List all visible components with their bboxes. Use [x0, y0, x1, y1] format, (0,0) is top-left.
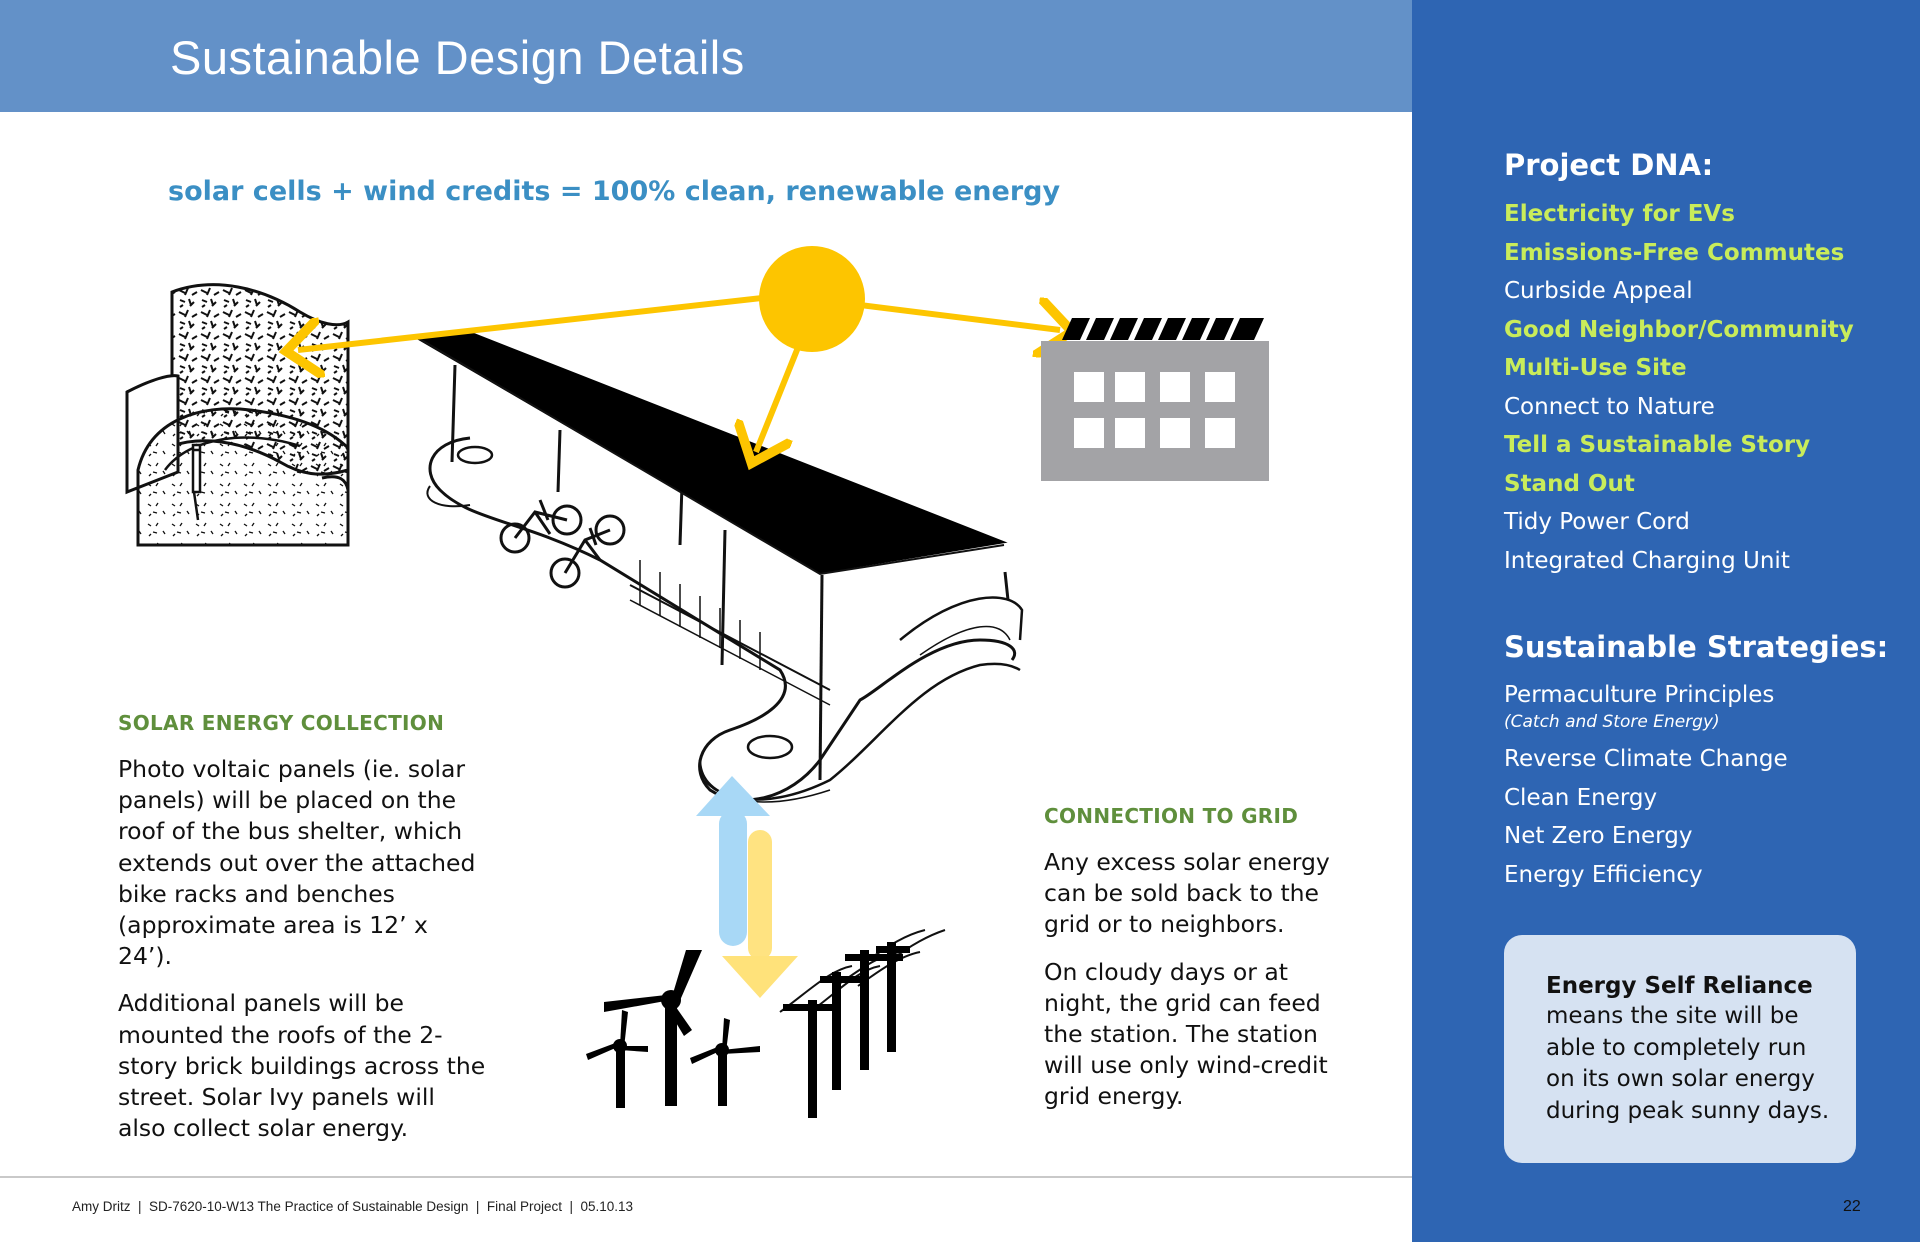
- footer-divider: [0, 1176, 1412, 1178]
- dna-item: Tidy Power Cord: [1504, 509, 1690, 535]
- dna-item: Integrated Charging Unit: [1504, 547, 1790, 574]
- solar-ivy-wall-sketch: [125, 283, 350, 547]
- grid-section-body: Any excess solar energy can be sold back…: [1044, 847, 1344, 1113]
- grid-exchange-arrows: [696, 776, 798, 998]
- strategy-item: Permaculture Principles (Catch and Store…: [1504, 678, 1788, 732]
- sustainable-strategies-list: Permaculture Principles (Catch and Store…: [1504, 678, 1788, 894]
- energy-equation: solar cells + wind credits = 100% clean,…: [168, 176, 1061, 207]
- callout-body: means the site will be able to completel…: [1546, 1003, 1830, 1124]
- project-dna-list: Electricity for EVs Emissions-Free Commu…: [1504, 195, 1854, 580]
- strategy-item: Net Zero Energy: [1504, 823, 1693, 849]
- grid-paragraph-1: Any excess solar energy can be sold back…: [1044, 848, 1330, 939]
- solar-paragraph-1: Photo voltaic panels (ie. solar panels) …: [118, 755, 476, 971]
- sun-icon: [298, 246, 1060, 452]
- solar-section-body: Photo voltaic panels (ie. solar panels) …: [118, 754, 488, 1144]
- dna-item: Good Neighbor/Community: [1504, 316, 1854, 343]
- energy-illustration: [125, 246, 1269, 1118]
- strategy-item: Clean Energy: [1504, 784, 1658, 811]
- solar-paragraph-2: Additional panels will be mounted the ro…: [118, 989, 486, 1143]
- grid-paragraph-2: On cloudy days or at night, the grid can…: [1044, 957, 1328, 1111]
- energy-self-reliance-callout: Energy Self Reliance means the site will…: [1504, 935, 1856, 1163]
- solar-building-icon: [1041, 318, 1269, 481]
- dna-item: Multi-Use Site: [1504, 355, 1687, 381]
- dna-item: Electricity for EVs: [1504, 201, 1735, 227]
- dna-item: Stand Out: [1504, 470, 1635, 497]
- project-dna-heading: Project DNA:: [1504, 148, 1714, 182]
- dna-item: Curbside Appeal: [1504, 278, 1693, 304]
- solar-section-heading: SOLAR ENERGY COLLECTION: [118, 711, 445, 735]
- footer-credit: Amy Dritz | SD-7620-10-W13 The Practice …: [72, 1199, 634, 1214]
- grid-section-heading: CONNECTION TO GRID: [1044, 804, 1299, 828]
- strategy-note: (Catch and Store Energy): [1504, 712, 1720, 732]
- strategy-item: Reverse Climate Change: [1504, 746, 1788, 772]
- power-lines-icon: [779, 929, 946, 1118]
- page-title: Sustainable Design Details: [170, 31, 745, 84]
- wind-turbines-icon: [586, 950, 760, 1108]
- strategy-label: Permaculture Principles: [1504, 682, 1775, 708]
- sustainable-strategies-heading: Sustainable Strategies:: [1504, 630, 1889, 664]
- bus-shelter-sketch: [413, 331, 1024, 803]
- dna-item: Emissions-Free Commutes: [1504, 239, 1845, 266]
- header-band: [0, 0, 1412, 112]
- callout-title: Energy Self Reliance: [1546, 973, 1813, 999]
- sidebar: Project DNA: Electricity for EVs Emissio…: [1412, 0, 1920, 1242]
- dna-item: Connect to Nature: [1504, 393, 1715, 420]
- strategy-item: Energy Efficiency: [1504, 861, 1703, 888]
- page-number: 22: [1843, 1198, 1861, 1215]
- dna-item: Tell a Sustainable Story: [1504, 432, 1811, 458]
